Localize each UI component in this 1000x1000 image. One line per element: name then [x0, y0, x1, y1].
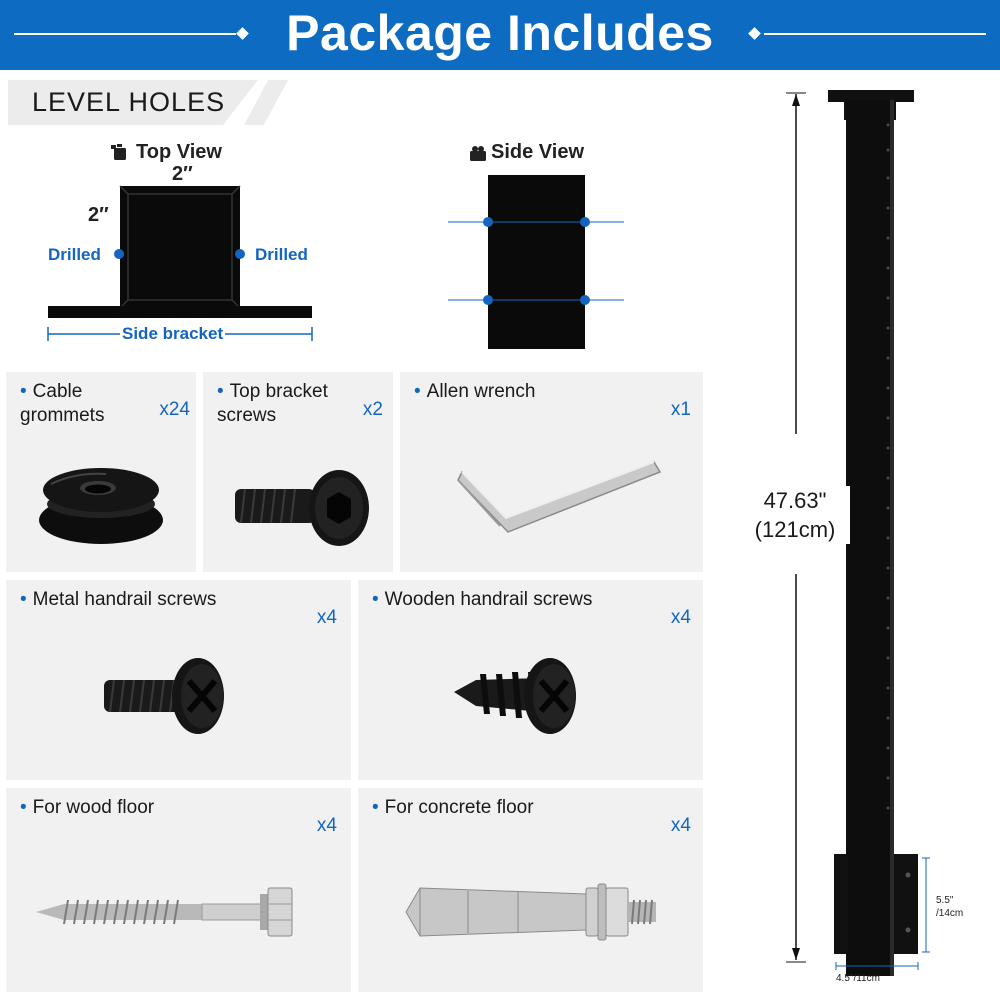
lag-bolt-icon	[36, 887, 293, 937]
item-card-concrete-floor-anchors: •For concrete floor x4	[358, 788, 703, 992]
grommet-icon	[39, 468, 163, 544]
bracket-width-label: 4.5"/11cm	[836, 973, 880, 984]
drilled-hole-right	[235, 249, 245, 259]
post-height-cm: (121cm)	[754, 517, 836, 542]
drilled-right-label: Drilled	[255, 245, 308, 264]
level-holes-title: LEVEL HOLES	[32, 87, 226, 117]
top-view-height-label: 2″	[88, 204, 109, 226]
header-right-rule	[764, 33, 986, 35]
header-left-rule	[14, 33, 236, 35]
item-card-cable-grommets: •Cable grommets x24	[6, 372, 196, 572]
post-height-inches: 47.63"	[763, 488, 827, 513]
header-banner: Package Includes	[0, 0, 1000, 70]
side-view-title: Side View	[491, 141, 585, 163]
page-title: Package Includes	[286, 5, 714, 61]
item-qty: x1	[670, 399, 691, 420]
item-card-wood-floor-lag-bolts: •For wood floor x4	[6, 788, 351, 992]
sleeve-anchor-icon	[405, 883, 656, 941]
top-view-diagram	[47, 185, 313, 341]
item-qty: x4	[316, 815, 337, 836]
camera-top-icon	[111, 144, 126, 160]
level-holes-banner	[8, 80, 258, 125]
item-card-metal-handrail-screws: •Metal handrail screws x4	[6, 580, 351, 780]
top-view-title: Top View	[136, 141, 222, 163]
item-label: Allen wrench	[426, 381, 536, 402]
item-qty: x4	[670, 607, 691, 628]
item-label: Wooden handrail screws	[384, 589, 593, 610]
camera-side-icon	[470, 146, 486, 161]
item-qty: x4	[316, 607, 337, 628]
item-label: Top bracket screws	[217, 381, 328, 426]
item-label: Metal handrail screws	[32, 589, 217, 610]
phillips-wood-screw-icon	[454, 658, 576, 734]
allen-wrench-icon	[457, 461, 662, 533]
handrail-post-diagram	[786, 90, 930, 976]
item-label: For wood floor	[32, 797, 155, 818]
item-card-wooden-handrail-screws: •Wooden handrail screws x4	[358, 580, 703, 780]
hex-socket-screw-icon	[235, 470, 369, 546]
phillips-machine-screw-icon	[104, 658, 224, 734]
item-qty: x24	[159, 399, 190, 420]
bracket-height-label: 5.5" /14cm	[936, 895, 964, 919]
item-qty: x2	[362, 399, 383, 420]
drilled-hole-left	[114, 249, 124, 259]
drilled-left-label: Drilled	[48, 245, 101, 264]
item-card-top-bracket-screws: •Top bracket screws x2	[203, 372, 393, 572]
side-view-diagram	[448, 175, 624, 349]
side-bracket-label: Side bracket	[120, 324, 226, 344]
item-card-allen-wrench: •Allen wrench x1	[400, 372, 703, 572]
item-label: For concrete floor	[384, 797, 534, 818]
top-view-width-label: 2″	[172, 163, 193, 185]
item-qty: x4	[670, 815, 691, 836]
post-height-label: 47.63" (121cm)	[740, 486, 850, 544]
item-label: Cable grommets	[20, 381, 105, 426]
